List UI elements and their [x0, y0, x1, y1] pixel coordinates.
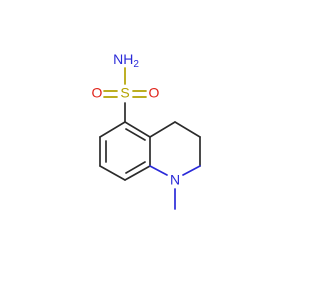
- bond-c4a-c5-inner: [125, 128, 146, 141]
- bond-c4-c3: [174, 121, 201, 138]
- oxygen-left-label: O: [92, 85, 103, 101]
- sulfonamide-group: [103, 67, 147, 123]
- bond-c5-c6: [99, 121, 126, 138]
- bond-c8-c8a: [124, 165, 151, 181]
- bond-c7-c8: [99, 165, 126, 181]
- bond-c4a-c5: [124, 121, 151, 138]
- benzene-ring: [99, 121, 151, 181]
- bond-c8-c8a-inner: [125, 161, 146, 174]
- oxygen-right-label: O: [149, 85, 160, 101]
- bond-c4a-c4: [149, 121, 176, 138]
- sulfonamide-nitrogen-label: NH2: [113, 51, 139, 70]
- sulfur-label: S: [120, 85, 129, 101]
- bond-n1-c8a: [149, 165, 168, 176]
- structure-diagram: NH2 S O O N: [92, 51, 201, 210]
- ring-nitrogen-label: N: [170, 172, 180, 188]
- tetrahydro-ring: [149, 121, 201, 210]
- bond-c2-n1: [182, 165, 201, 176]
